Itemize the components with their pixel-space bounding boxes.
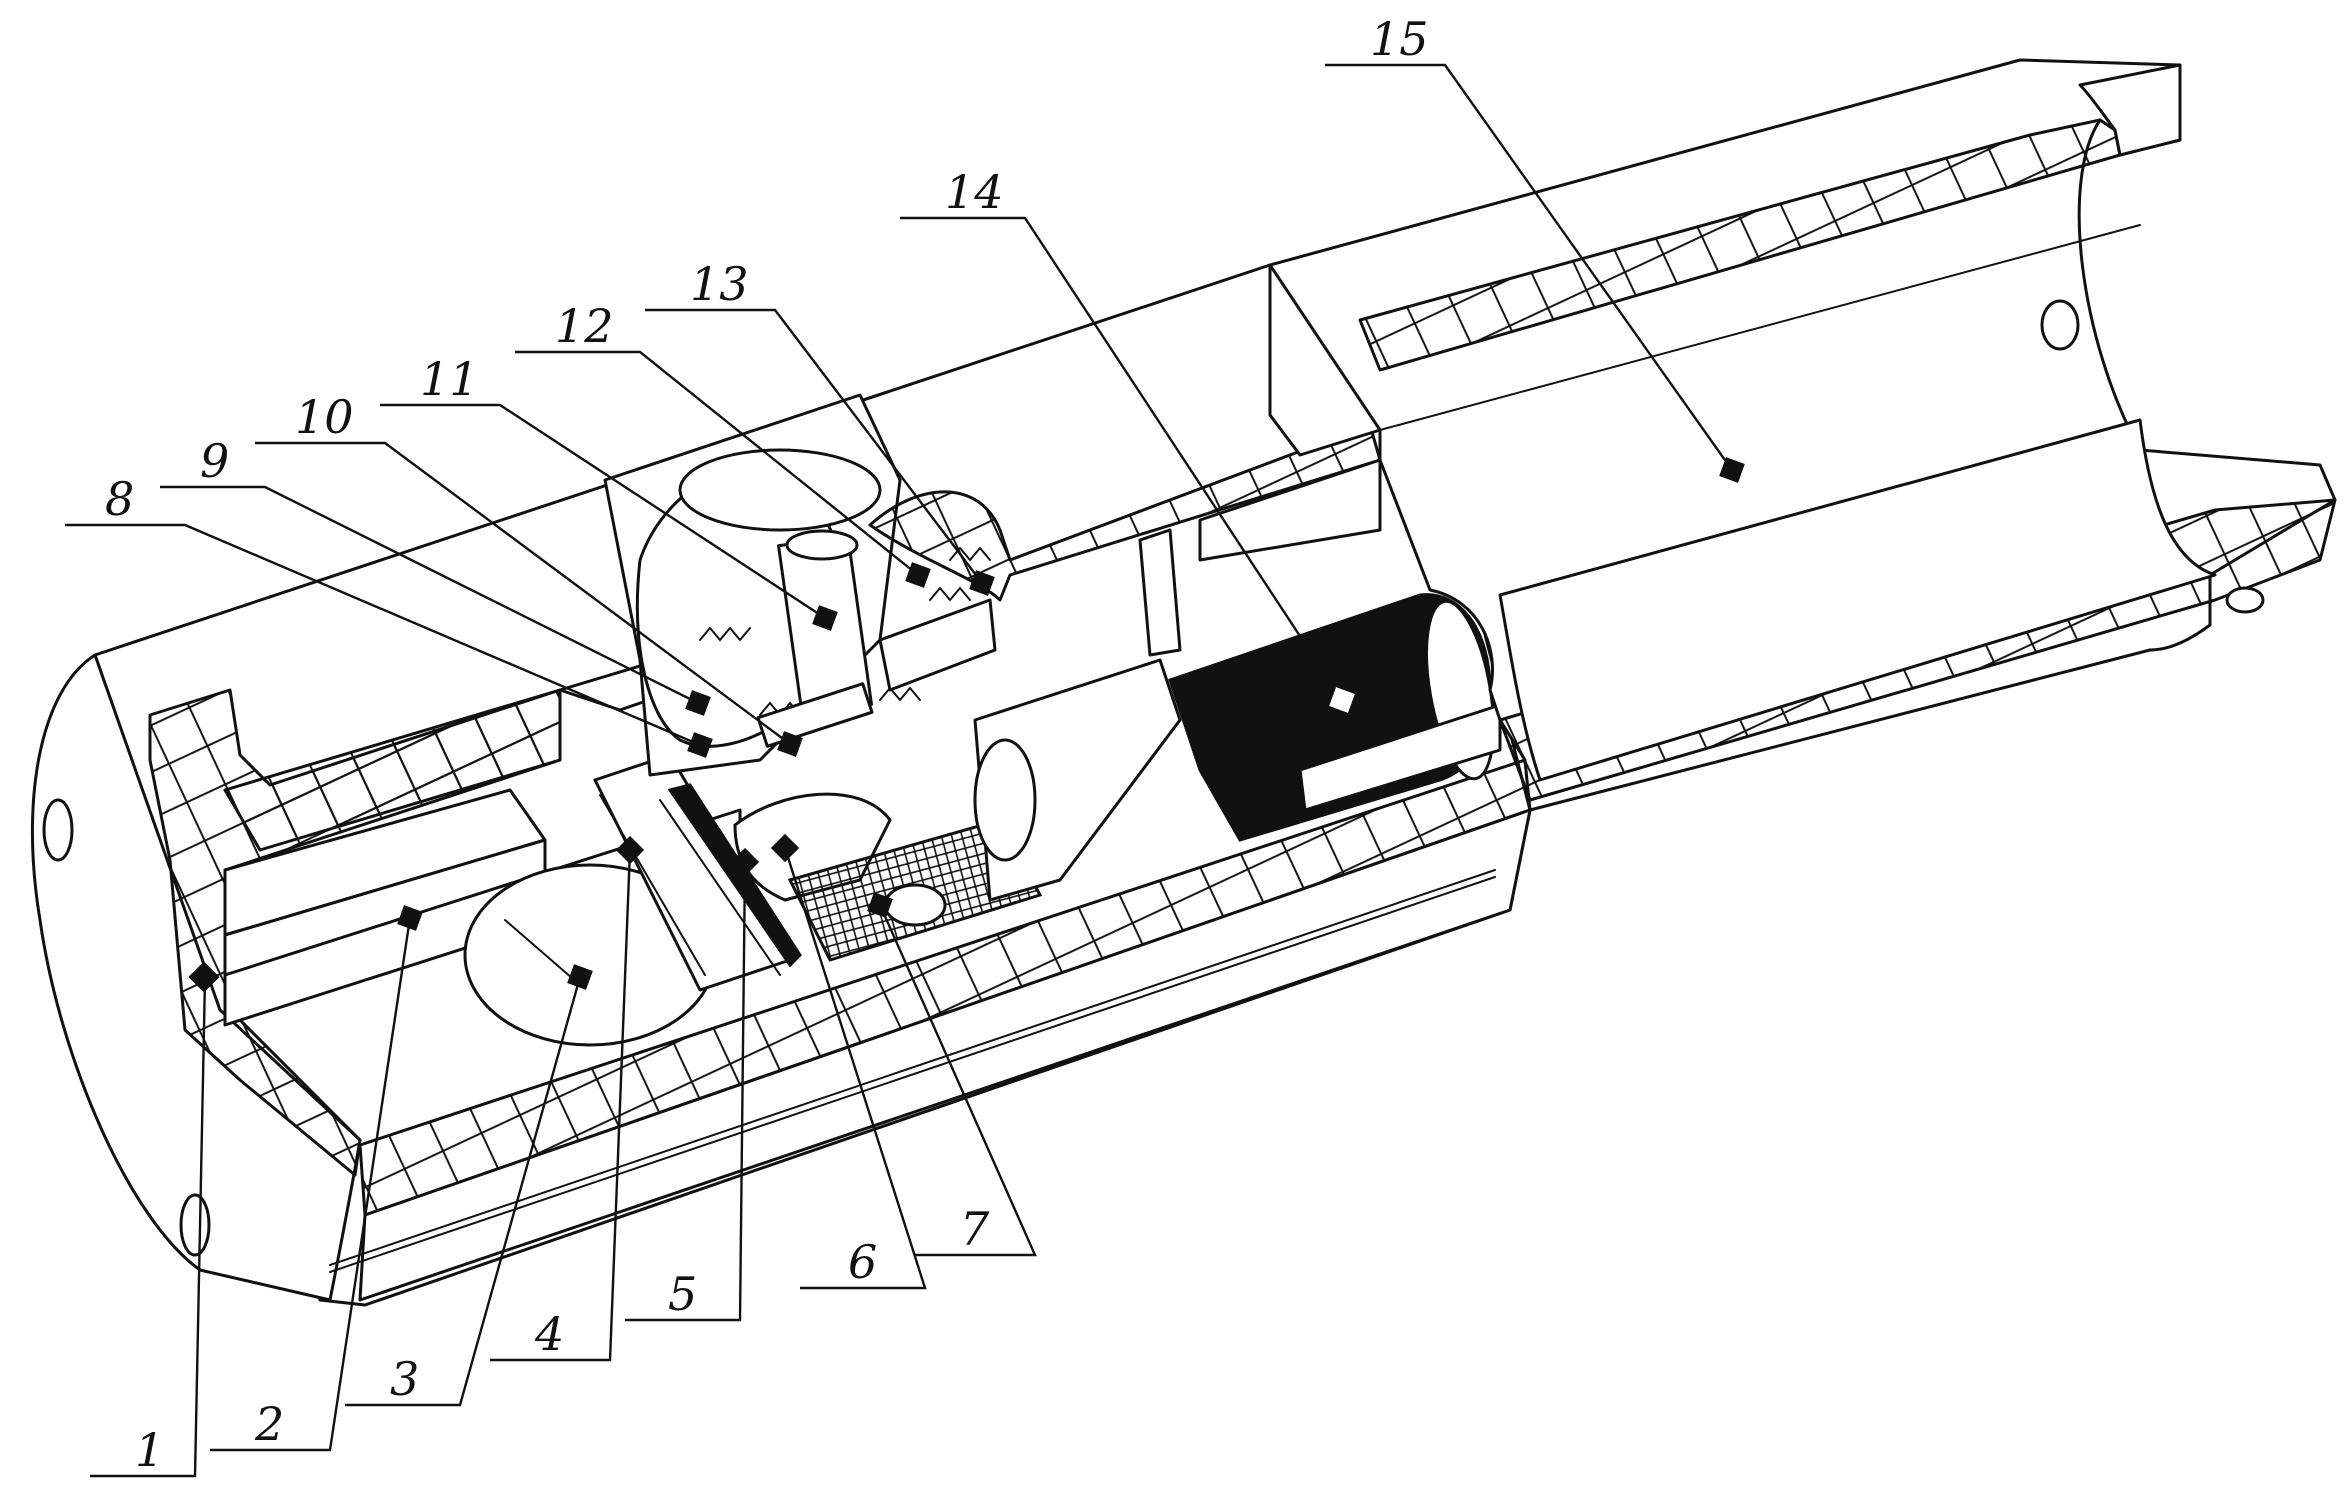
callout-4: 4 xyxy=(534,1307,564,1361)
callout-15: 15 xyxy=(1370,12,1429,66)
callout-8: 8 xyxy=(105,472,134,526)
callout-3: 3 xyxy=(390,1352,419,1406)
callout-11: 11 xyxy=(420,352,479,406)
callout-5: 5 xyxy=(668,1267,697,1321)
leader-lines xyxy=(65,63,1733,1478)
callout-6: 6 xyxy=(848,1235,877,1289)
central-mechanism xyxy=(603,393,997,777)
callout-2: 2 xyxy=(254,1397,284,1451)
callout-markers xyxy=(188,457,1745,993)
callout-labels: 1 2 3 4 5 6 7 8 9 10 11 12 13 14 15 xyxy=(105,12,1429,1477)
callout-7: 7 xyxy=(960,1202,990,1256)
callout-9: 9 xyxy=(200,434,229,488)
right-tube xyxy=(1268,58,2337,812)
callout-10: 10 xyxy=(295,390,354,444)
callout-12: 12 xyxy=(555,299,614,353)
callout-13: 13 xyxy=(690,257,749,311)
blade-strip xyxy=(667,783,802,968)
callout-1: 1 xyxy=(135,1423,164,1477)
callout-14: 14 xyxy=(945,165,1004,219)
